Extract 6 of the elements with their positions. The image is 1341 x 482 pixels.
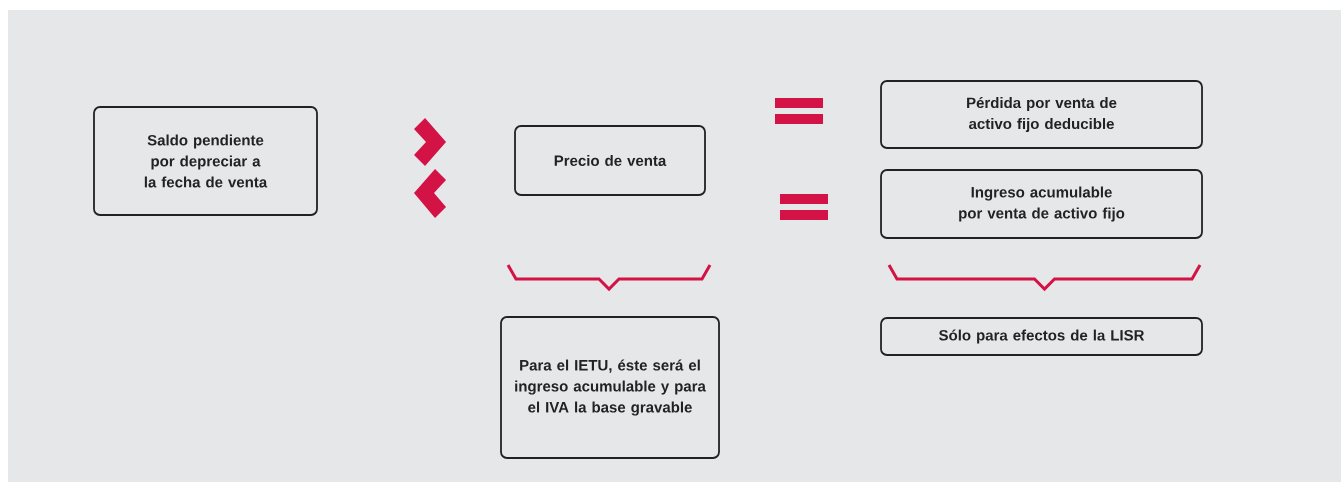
text-box: Saldo pendiente por depreciar a la fecha de venta — [93, 106, 318, 216]
text-box: Para el IETU, éste será el ingreso acumulable y para el IVA la base gravable — [500, 316, 720, 459]
text-box: Sólo para efectos de la LISR — [880, 317, 1203, 356]
text-box: Ingreso acumulable por venta de activo fijo — [880, 169, 1203, 239]
text-box: Precio de venta — [514, 125, 706, 196]
text-box: Pérdida por venta de activo fijo deducible — [880, 80, 1203, 149]
